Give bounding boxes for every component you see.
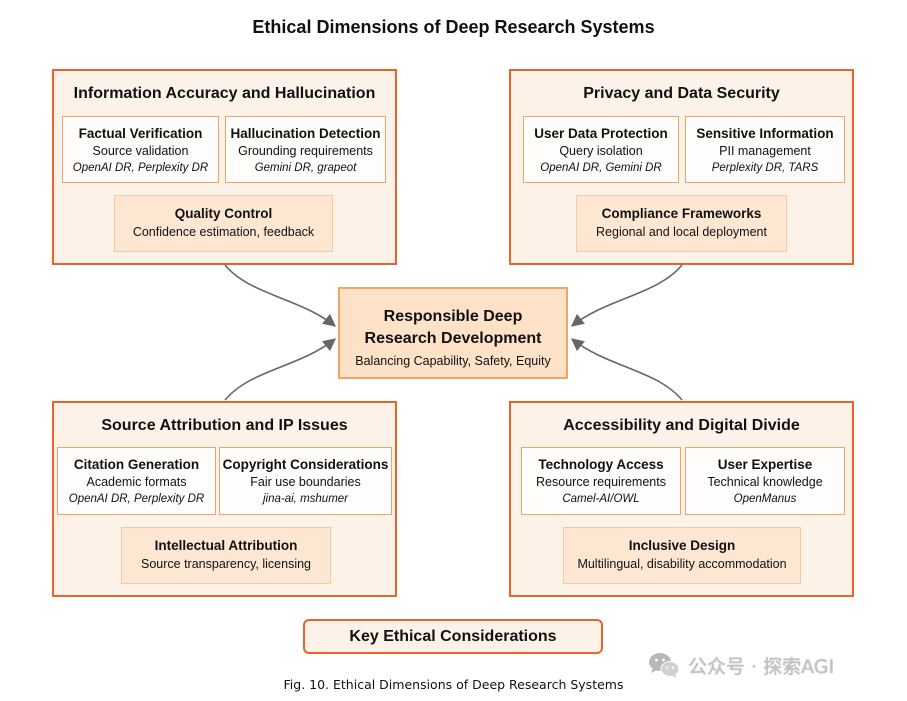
focus-description: Confidence estimation, feedback — [132, 225, 315, 239]
arrow-privacy-to-center — [570, 264, 683, 327]
card-user-expertise: User Expertise Technical knowledge OpenM… — [685, 447, 845, 515]
watermark-text: 公众号 · 探索AGI — [688, 655, 835, 678]
arrow-attribution-to-center — [224, 338, 337, 401]
card-examples: OpenAI DR, Perplexity DR — [72, 162, 209, 174]
focus-card-compliance-frameworks: Compliance Frameworks Regional and local… — [576, 195, 787, 252]
card-examples: OpenAI DR, Perplexity DR — [68, 493, 205, 505]
focus-card-quality-control: Quality Control Confidence estimation, f… — [114, 195, 333, 252]
wechat-icon — [649, 653, 680, 678]
card-title: Technology Access — [538, 457, 664, 472]
diagram-title: Ethical Dimensions of Deep Research Syst… — [252, 17, 655, 37]
focus-description: Regional and local deployment — [596, 225, 767, 239]
card-hallucination-detection: Hallucination Detection Grounding requir… — [225, 116, 386, 183]
card-description: Technical knowledge — [707, 475, 823, 489]
arrow-accuracy-to-center — [224, 264, 337, 327]
card-description: Resource requirements — [536, 475, 666, 489]
card-user-data-protection: User Data Protection Query isolation Ope… — [523, 116, 679, 183]
card-description: Source validation — [92, 144, 189, 158]
focus-description: Source transparency, licensing — [141, 557, 311, 571]
card-title: Citation Generation — [73, 457, 200, 472]
dimension-title: Accessibility and Digital Divide — [563, 417, 800, 434]
focus-title: Quality Control — [174, 206, 273, 221]
card-title: Hallucination Detection — [230, 126, 381, 141]
card-examples: OpenManus — [733, 493, 797, 505]
card-description: PII management — [719, 144, 811, 158]
dimension-panel-accessibility: Accessibility and Digital Divide Technol… — [509, 401, 854, 597]
card-technology-access: Technology Access Resource requirements … — [521, 447, 681, 515]
card-examples: Gemini DR, grapeot — [254, 162, 357, 174]
arrow-accessibility-to-center — [570, 338, 683, 401]
card-title: User Data Protection — [534, 126, 668, 141]
central-title-line-1: Responsible Deep — [383, 308, 523, 325]
dimension-title: Privacy and Data Security — [583, 85, 780, 102]
focus-title: Inclusive Design — [628, 538, 736, 553]
dimension-panel-source-attribution: Source Attribution and IP Issues Citatio… — [52, 401, 397, 597]
card-description: Grounding requirements — [238, 144, 373, 158]
card-title: Sensitive Information — [696, 126, 834, 141]
card-description: Academic formats — [86, 475, 187, 489]
card-examples: OpenAI DR, Gemini DR — [540, 162, 662, 174]
focus-title: Compliance Frameworks — [601, 206, 762, 221]
card-title: Factual Verification — [78, 126, 203, 141]
card-title: User Expertise — [717, 457, 813, 472]
figure-caption: Fig. 10. Ethical Dimensions of Deep Rese… — [283, 677, 624, 692]
dimension-title: Information Accuracy and Hallucination — [73, 85, 376, 102]
card-examples: Perplexity DR, TARS — [711, 162, 819, 174]
focus-card-intellectual-attribution: Intellectual Attribution Source transpar… — [121, 527, 331, 584]
central-subtitle: Balancing Capability, Safety, Equity — [355, 354, 551, 368]
central-title-line-2: Research Development — [364, 330, 542, 347]
central-node-responsible-development: Responsible Deep Research Development Ba… — [338, 287, 568, 379]
card-description: Fair use boundaries — [250, 475, 361, 489]
watermark: 公众号 · 探索AGI — [648, 650, 888, 680]
card-examples: jina-ai, mshumer — [263, 493, 348, 505]
card-factual-verification: Factual Verification Source validation O… — [62, 116, 219, 183]
dimension-panel-information-accuracy: Information Accuracy and Hallucination F… — [52, 69, 397, 265]
card-description: Query isolation — [559, 144, 643, 158]
card-title: Copyright Considerations — [222, 457, 389, 472]
focus-card-inclusive-design: Inclusive Design Multilingual, disabilit… — [563, 527, 801, 584]
dimension-title: Source Attribution and IP Issues — [101, 417, 348, 434]
key-considerations-box: Key Ethical Considerations — [303, 619, 603, 654]
dimension-panel-privacy-security: Privacy and Data Security User Data Prot… — [509, 69, 854, 265]
card-copyright-considerations: Copyright Considerations Fair use bounda… — [219, 447, 392, 515]
focus-description: Multilingual, disability accommodation — [577, 557, 787, 571]
focus-title: Intellectual Attribution — [154, 538, 298, 553]
card-sensitive-information: Sensitive Information PII management Per… — [685, 116, 845, 183]
card-examples: Camel-AI/OWL — [562, 493, 640, 505]
card-citation-generation: Citation Generation Academic formats Ope… — [57, 447, 216, 515]
